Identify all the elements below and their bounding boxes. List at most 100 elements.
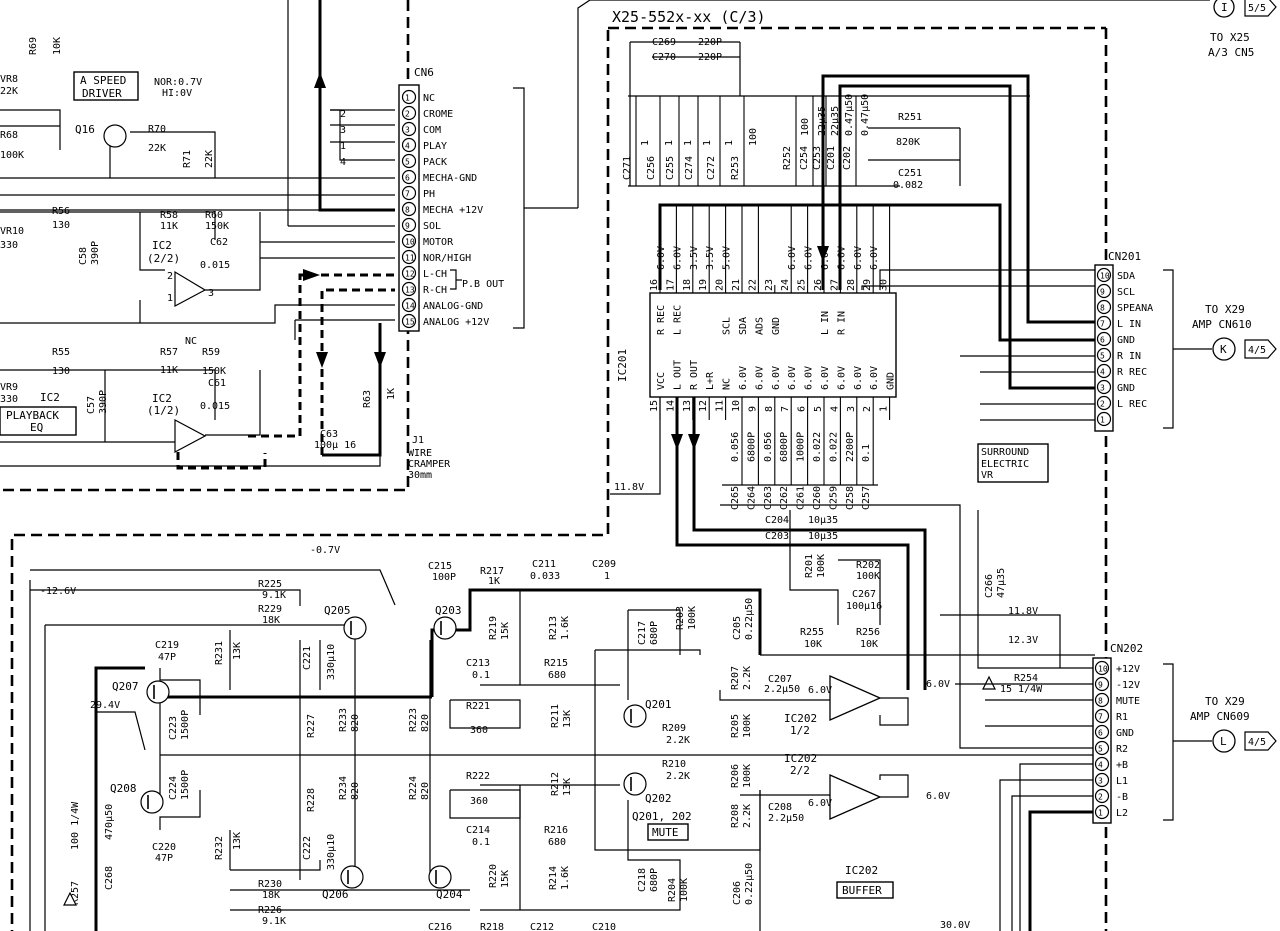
- svg-text:VR9: VR9: [0, 382, 18, 393]
- ic201-bottom-cap-value: 6800P: [779, 432, 790, 462]
- ic201-bottom-cap-value: 0.022: [828, 432, 839, 462]
- svg-text:TO X29: TO X29: [1205, 303, 1245, 316]
- svg-text:0.033: 0.033: [530, 571, 560, 582]
- cn6-pin-label: PLAY: [423, 141, 447, 152]
- svg-text:4: 4: [340, 157, 346, 168]
- svg-text:6.0V: 6.0V: [808, 685, 832, 696]
- svg-text:R225: R225: [258, 579, 282, 590]
- cn6-pin-label: SOL: [423, 221, 441, 232]
- cn202-pin-icon: [1094, 788, 1110, 804]
- ic201-bottom-pin-label: 6.0V: [869, 366, 880, 390]
- cn202-pin-icon: [1094, 724, 1110, 740]
- cn202-pin-label: +12V: [1116, 664, 1140, 675]
- cn6-pin-number: 5: [405, 158, 410, 167]
- svg-text:AMP CN610: AMP CN610: [1192, 318, 1252, 331]
- bottom-amp-labels: -0.7V -12.6V 29.4V C215 100P R217 1K C21…: [40, 545, 950, 931]
- ic201-bottom-pin-label: 6.0V: [738, 366, 749, 390]
- ic201-bottom-pin-label: 6.0V: [804, 366, 815, 390]
- ic201-top-pin-volt: 3.5V: [705, 246, 716, 270]
- svg-text:360: 360: [470, 796, 488, 807]
- svg-text:R215: R215: [544, 658, 568, 669]
- ic201-top-pin-number: 24: [780, 279, 791, 291]
- svg-text:R223: R223: [408, 708, 419, 732]
- svg-text:360: 360: [470, 725, 488, 736]
- ic201-bottom-pin-label: 6.0V: [771, 366, 782, 390]
- svg-text:MUTE: MUTE: [652, 826, 679, 839]
- svg-text:-12.6V: -12.6V: [40, 586, 76, 597]
- svg-text:C221: C221: [302, 646, 313, 670]
- cn201-pin-label: GND: [1117, 335, 1135, 346]
- svg-text:1: 1: [604, 571, 610, 582]
- cn201-pin-icon: [1096, 411, 1112, 427]
- svg-text:VR8: VR8: [0, 74, 18, 85]
- svg-text:47P: 47P: [158, 652, 176, 663]
- svg-text:C212: C212: [530, 922, 554, 931]
- svg-text:2: 2: [167, 271, 173, 282]
- svg-text:330µ10: 330µ10: [326, 834, 337, 870]
- cn6-pin-icon: [401, 249, 417, 265]
- cn202-pin-label: -B: [1116, 792, 1128, 803]
- svg-text:R209: R209: [662, 723, 686, 734]
- cn201-pin-label: SPEANA: [1117, 303, 1153, 314]
- svg-text:NOR:0.7V: NOR:0.7V: [154, 77, 202, 88]
- svg-text:C223: C223: [168, 716, 179, 740]
- svg-text:CRAMPER: CRAMPER: [408, 459, 451, 470]
- svg-text:R57: R57: [160, 347, 178, 358]
- svg-text:9.1K: 9.1K: [262, 916, 286, 927]
- svg-text:2.2K: 2.2K: [666, 735, 690, 746]
- pb-out-label: P.B OUT: [462, 279, 504, 290]
- svg-text:C270: C270: [652, 52, 676, 63]
- svg-text:DRIVER: DRIVER: [82, 87, 122, 100]
- ic201-top-cap-value: 1: [683, 140, 694, 146]
- q16-transistor-icon: [103, 124, 127, 148]
- svg-text:Q205: Q205: [324, 604, 351, 617]
- svg-text:130: 130: [52, 366, 70, 377]
- svg-text:100K: 100K: [856, 571, 880, 582]
- svg-text:R216: R216: [544, 825, 568, 836]
- svg-text:1: 1: [340, 141, 346, 152]
- svg-text:R213: R213: [548, 616, 559, 640]
- cn202-pin-icon: [1094, 804, 1110, 820]
- svg-text:100K: 100K: [742, 764, 753, 788]
- svg-text:R234: R234: [338, 776, 349, 800]
- ic201-bottom-pin-number: 2: [862, 406, 873, 412]
- svg-text:220P: 220P: [698, 52, 722, 63]
- q204-transistor-icon: [428, 865, 452, 889]
- svg-text:100K: 100K: [742, 714, 753, 738]
- svg-text:15K: 15K: [500, 870, 511, 888]
- cn201-pin-number: 6: [1100, 336, 1105, 345]
- svg-text:R221: R221: [466, 701, 490, 712]
- ic201-bottom-pin-label: GND: [886, 372, 897, 390]
- svg-text:18K: 18K: [262, 890, 280, 901]
- cn202-pin-icon: [1094, 676, 1110, 692]
- svg-text:6.0V: 6.0V: [808, 798, 832, 809]
- ic201-top-cap-name: R253: [730, 156, 741, 180]
- ic201-bottom-pin-number: 11: [715, 400, 726, 412]
- svg-text:VR10: VR10: [0, 226, 24, 237]
- cn6-pin-label: MECHA +12V: [423, 205, 483, 216]
- svg-text:1K: 1K: [488, 576, 500, 587]
- cn201-pin-label: L IN: [1117, 319, 1141, 330]
- q203-transistor-icon: [433, 616, 457, 640]
- to-x25-label: TO X25: [1210, 31, 1250, 44]
- cn202-title: CN202: [1110, 642, 1143, 655]
- svg-text:22K: 22K: [204, 150, 215, 168]
- ic201-bottom-cap-name: C261: [796, 486, 807, 510]
- svg-text:(1/2): (1/2): [147, 404, 180, 417]
- svg-text:2: 2: [340, 109, 346, 120]
- ic201-bottom-cap-value: 0.022: [812, 432, 823, 462]
- svg-text:C266: C266: [984, 574, 995, 598]
- svg-text:K: K: [1220, 343, 1227, 356]
- j1-label: J1: [412, 435, 424, 446]
- svg-text:100K: 100K: [0, 150, 24, 161]
- svg-text:R229: R229: [258, 604, 282, 615]
- svg-text:1500P: 1500P: [180, 710, 191, 740]
- cn6-pin-label: L-CH: [423, 269, 447, 280]
- svg-text:22K: 22K: [148, 143, 166, 154]
- svg-text:R60: R60: [205, 210, 223, 221]
- cn202-pin-icon: [1094, 660, 1110, 676]
- ic201-top-pin-number: 30: [879, 279, 890, 291]
- svg-text:13K: 13K: [232, 832, 243, 850]
- cn202-pin-icon: [1094, 756, 1110, 772]
- ic201-bottom-cap-name: C264: [746, 486, 757, 510]
